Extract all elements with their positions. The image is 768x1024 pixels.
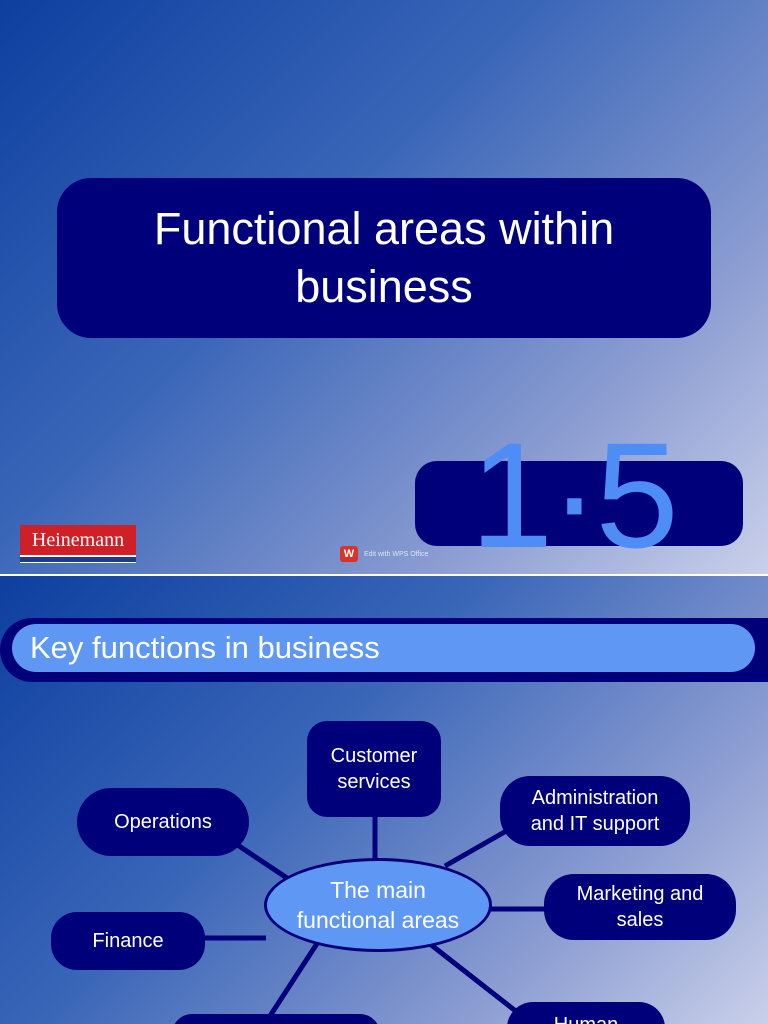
- node-customer-services: Customer services: [307, 721, 441, 817]
- section-number: 1·5: [470, 411, 679, 574]
- wps-office-icon: W: [340, 546, 358, 562]
- wps-watermark[interactable]: W Edit with WPS Office: [340, 546, 428, 562]
- logo-text: Heinemann: [20, 525, 136, 555]
- connector-operations: [234, 841, 292, 883]
- connector-administration: [443, 827, 510, 869]
- node-lower-left: [172, 1014, 380, 1024]
- node-marketing: Marketing and sales: [544, 874, 736, 940]
- node-human-label: Human: [554, 1012, 618, 1024]
- slide-title: Functional areas within business: [153, 203, 615, 312]
- connector-human: [428, 942, 524, 1018]
- section-number-box: [415, 461, 743, 546]
- center-node-label: The main functional areas: [296, 877, 460, 933]
- node-finance: Finance: [51, 912, 205, 970]
- node-administration: Administration and IT support: [500, 776, 690, 846]
- node-marketing-label: Marketing and sales: [576, 883, 704, 931]
- slide-heading: Key functions in business: [30, 630, 380, 665]
- connector-lower-left: [267, 940, 321, 1018]
- slide-divider: [0, 574, 768, 576]
- node-administration-label: Administration and IT support: [530, 787, 660, 835]
- heinemann-logo: Heinemann: [20, 525, 136, 563]
- center-node: The main functional areas: [264, 858, 492, 952]
- title-box: Functional areas within business: [57, 178, 711, 338]
- node-customer-services-label: Customer services: [330, 745, 418, 793]
- wps-watermark-text: Edit with WPS Office: [364, 550, 429, 558]
- logo-underline: [20, 557, 136, 562]
- title-slide: Functional areas within business 1·5 Hei…: [0, 0, 768, 574]
- heading-bar-inner: [12, 624, 755, 672]
- node-operations-label: Operations: [114, 811, 212, 833]
- node-finance-label: Finance: [92, 930, 164, 952]
- connector-lines: [203, 814, 545, 1018]
- node-operations: Operations: [77, 788, 249, 856]
- key-functions-slide: Key functions in business Customer servi…: [0, 576, 768, 1024]
- node-human: Human: [507, 1002, 665, 1024]
